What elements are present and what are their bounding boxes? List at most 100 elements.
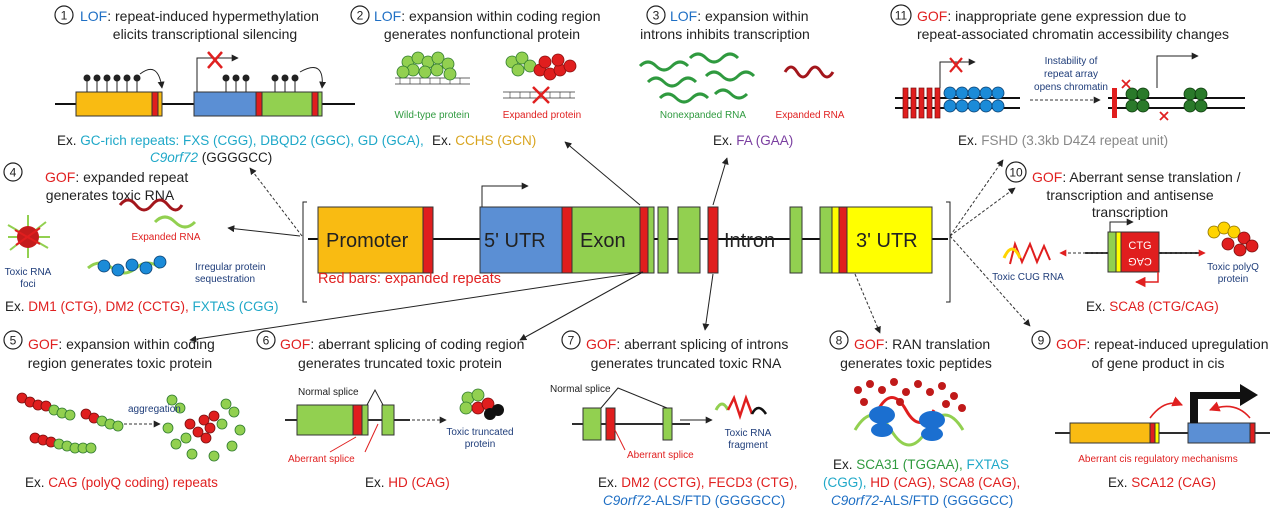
instability-note: Instability of: [1045, 56, 1098, 67]
panel-7-examples: Ex. DM2 (CCTG), FECD3 (CTG),: [598, 475, 798, 490]
aggregation-label: aggregation: [128, 404, 181, 415]
foci-label: Toxic RNA: [5, 267, 52, 278]
panel-3: 3 LOF: expansion within introns inhibits…: [638, 5, 845, 148]
panel-1-title-line2: elicits transcriptional silencing: [113, 26, 297, 42]
normal-splice-label-7: Normal splice: [550, 384, 611, 395]
panel-11: 11 GOF: inappropriate gene expression du…: [890, 4, 1245, 148]
panel-6: 6 GOF: aberrant splicing of coding regio…: [256, 330, 524, 490]
panel-10-title: GOF: Aberrant sense translation /: [1032, 169, 1241, 185]
panel-2-title: LOF: expansion within coding region: [374, 8, 600, 24]
panel-8-illustration: [853, 378, 966, 447]
polyq-label-line2: protein: [1218, 274, 1249, 285]
expanded-protein-label: Expanded protein: [503, 110, 581, 121]
upregulation-arrow-icon: [1190, 384, 1258, 423]
instability-note-line3: opens chromatin: [1034, 82, 1108, 93]
instability-note-line2: repeat array: [1044, 69, 1098, 80]
expanded-rna-label: Expanded RNA: [776, 110, 845, 121]
intron-label: Intron: [724, 230, 775, 252]
panel-5-illustration: [16, 392, 246, 462]
panel-4-title-line2: generates toxic RNA: [46, 187, 175, 203]
truncated-protein-label: Toxic truncated: [446, 427, 513, 438]
utr5-label: 5' UTR: [484, 230, 546, 252]
panel-10-title-line3: transcription: [1092, 204, 1168, 220]
promoter-box: [317, 206, 424, 274]
utr3-label: 3' UTR: [856, 230, 918, 252]
panel-2-examples: Ex. CCHS (GCN): [432, 133, 536, 148]
panel-1: 1 LOF: repeat-induced hypermethylation e…: [54, 5, 424, 165]
panel-4-examples: Ex. DM1 (CTG), DM2 (CCTG), FXTAS (CGG): [5, 299, 279, 314]
panel-2-title-line2: generates nonfunctional protein: [384, 26, 580, 42]
cag-box-label: CAG: [1128, 255, 1152, 267]
repeat-legend: Red bars: expanded repeats: [318, 271, 501, 287]
wild-type-label: Wild-type protein: [394, 110, 469, 121]
foci-label-line2: foci: [20, 279, 36, 290]
panel-4-title: GOF: expanded repeat: [45, 169, 188, 185]
rna-foci-icon: [7, 215, 50, 258]
panel-10-illustration: CTG CAG Toxic CUG RNA Toxic polyQ protei…: [992, 218, 1259, 288]
panel-number-2: 2: [357, 9, 364, 23]
panel-7-illustration: Normal splice Aberrant splice Toxic RNA …: [550, 384, 772, 461]
panel-number-10: 10: [1009, 166, 1023, 180]
panel-number-9: 9: [1038, 334, 1045, 348]
panel-8-title-line2: generates toxic peptides: [840, 355, 992, 371]
polyq-label: Toxic polyQ: [1207, 262, 1259, 273]
central-gene: Promoter 5' UTR Exon Intron 3' UTR Red b…: [302, 182, 951, 303]
panel-number-5: 5: [10, 334, 17, 348]
panel-2-illustration: Wild-type protein Expanded protein: [394, 51, 581, 121]
panel-1-illustration: [55, 51, 355, 117]
panel-8-examples-line2: (CGG), HD (CAG), SCA8 (CAG),: [823, 475, 1020, 490]
rna-fragment-label-line2: fragment: [728, 440, 768, 451]
panel-3-title-line2: introns inhibits transcription: [640, 26, 810, 42]
utr3-box: [846, 206, 933, 274]
aberrant-splice-label-6: Aberrant splice: [288, 454, 355, 465]
silencing-x-icon: [207, 51, 223, 69]
exon-box: [571, 206, 641, 274]
panel-10: 10 GOF: Aberrant sense translation / tra…: [992, 161, 1259, 314]
panel-4: 4 GOF: expanded repeat generates toxic R…: [3, 162, 279, 314]
utr5-box: [479, 206, 563, 274]
panel-6-title-line2: generates truncated toxic protein: [298, 355, 502, 371]
connector-arrows: [189, 141, 1031, 343]
panel-9: 9 GOF: repeat-induced upregulation of ge…: [1031, 330, 1270, 490]
panel-number-11: 11: [895, 9, 908, 23]
panel-7-title-line2: generates truncated toxic RNA: [591, 355, 782, 371]
expanded-rna-label-4: Expanded RNA: [132, 232, 201, 243]
panel-2: 2 LOF: expansion within coding region ge…: [350, 5, 600, 148]
panel-1-title: LOF: repeat-induced hypermethylation: [80, 8, 319, 24]
panel-7: 7 GOF: aberrant splicing of introns gene…: [550, 330, 798, 508]
panel-number-3: 3: [653, 9, 660, 23]
exon-label: Exon: [580, 230, 626, 252]
panel-number-6: 6: [263, 334, 270, 348]
panel-5-title-line2: region generates toxic protein: [28, 355, 212, 371]
panel-5-examples: Ex. CAG (polyQ coding) repeats: [25, 475, 218, 490]
panel-9-examples: Ex. SCA12 (CAG): [1108, 475, 1216, 490]
panel-8-examples: Ex. SCA31 (TGGAA), FXTAS: [833, 457, 1009, 472]
cug-rna-label: Toxic CUG RNA: [992, 272, 1064, 283]
panel-number-1: 1: [61, 9, 68, 23]
panel-1-examples-line2: C9orf72 (GGGGCC): [150, 150, 272, 165]
panel-10-examples: Ex. SCA8 (CTG/CAG): [1086, 299, 1219, 314]
panel-4-illustration: Expanded RNA Toxic RNA foci Irregular pr…: [5, 198, 266, 290]
panel-1-examples: Ex. GC-rich repeats: FXS (CGG), DBQD2 (G…: [57, 133, 424, 148]
panel-number-8: 8: [836, 334, 843, 348]
panel-5-title: GOF: expansion within coding: [28, 336, 215, 352]
truncated-protein-label-line2: protein: [465, 439, 496, 450]
normal-splice-label-6: Normal splice: [298, 387, 359, 398]
aberrant-splice-label-7: Aberrant splice: [627, 450, 694, 461]
sequestration-label: Irregular protein: [195, 262, 266, 273]
panel-6-examples: Ex. HD (CAG): [365, 475, 450, 490]
promoter-label: Promoter: [326, 230, 409, 252]
panel-number-7: 7: [568, 334, 575, 348]
rna-fragment-label: Toxic RNA: [725, 428, 772, 439]
nonfunctional-x-icon: [532, 86, 550, 104]
panel-9-illustration: Aberrant cis regulatory mechanisms: [1055, 384, 1270, 465]
cis-mechanisms-label: Aberrant cis regulatory mechanisms: [1078, 454, 1238, 465]
panel-6-title: GOF: aberrant splicing of coding region: [280, 336, 524, 352]
panel-7-title: GOF: aberrant splicing of introns: [586, 336, 788, 352]
panel-8: 8 GOF: RAN translation generates toxic p…: [823, 330, 1020, 508]
panel-9-title: GOF: repeat-induced upregulation: [1056, 336, 1268, 352]
sequestration-label-line2: sequestration: [195, 274, 255, 285]
ctg-box-label: CTG: [1128, 240, 1151, 252]
panel-3-illustration: [638, 52, 835, 104]
